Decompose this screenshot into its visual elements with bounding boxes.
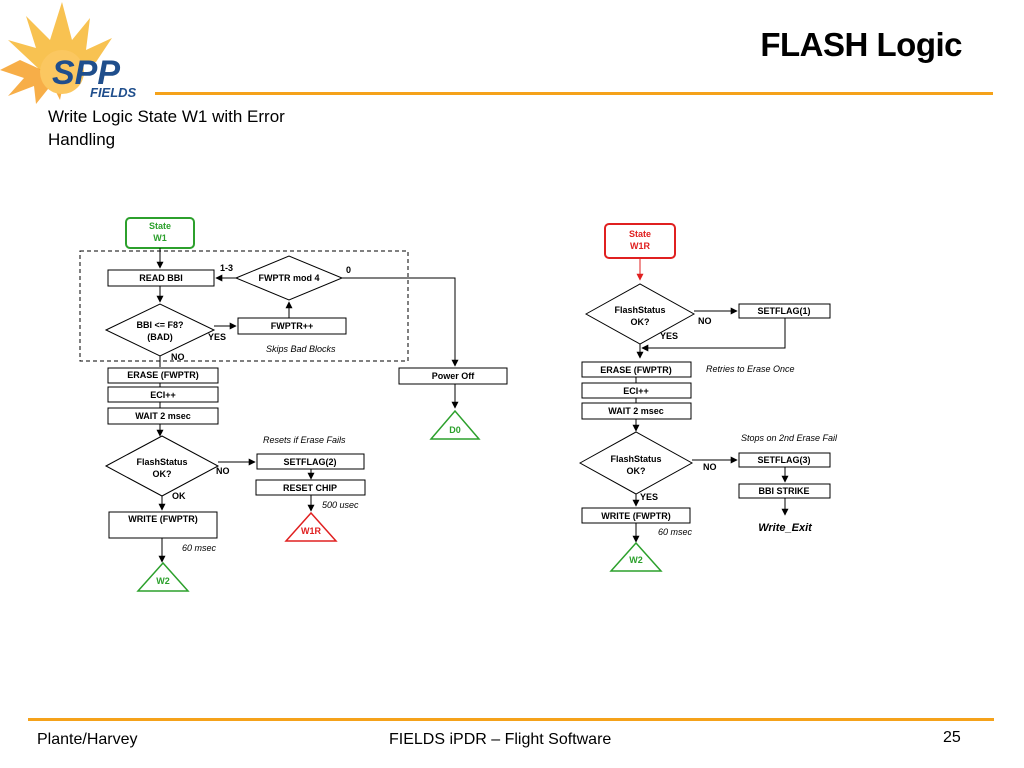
mod-branch-1-3-label: 1-3 bbox=[220, 263, 233, 273]
wait-box: WAIT 2 msec bbox=[107, 407, 219, 425]
right-write-box: WRITE (FWPTR) bbox=[581, 507, 691, 524]
eci-increment-box: ECI++ bbox=[107, 386, 219, 403]
flashstatus-2-diamond: FlashStatus OK? bbox=[578, 431, 694, 495]
state-w2-label: W2 bbox=[156, 576, 170, 586]
flashstatus-1-diamond: FlashStatus OK? bbox=[584, 283, 696, 345]
flashstatus-ok-label: OK bbox=[172, 491, 186, 501]
60-msec-note: 60 msec bbox=[182, 543, 217, 553]
bbi-diamond-label-2: (BAD) bbox=[147, 332, 173, 342]
right-state-w2-label: W2 bbox=[629, 555, 643, 565]
state-w1r-node: W1R bbox=[284, 511, 338, 542]
right-erase-box: ERASE (FWPTR) bbox=[581, 361, 692, 378]
setflag1-box: SETFLAG(1) bbox=[738, 303, 831, 319]
right-erase-label: ERASE (FWPTR) bbox=[600, 365, 672, 375]
fwptr-increment-label: FWPTR++ bbox=[271, 321, 314, 331]
footer-rule bbox=[28, 718, 994, 721]
flashstatus-2-label-1: FlashStatus bbox=[610, 454, 661, 464]
flashstatus-1-no-label: NO bbox=[698, 316, 712, 326]
page-title: FLASH Logic bbox=[760, 26, 962, 63]
erase-label: ERASE (FWPTR) bbox=[127, 370, 199, 380]
right-write-label: WRITE (FWPTR) bbox=[601, 511, 670, 521]
flashstatus-1-yes-label: YES bbox=[660, 331, 678, 341]
right-60-msec-note: 60 msec bbox=[658, 527, 693, 537]
setflag2-label: SETFLAG(2) bbox=[284, 457, 337, 467]
right-eci-box: ECI++ bbox=[581, 382, 692, 399]
state-w1-label-2: W1 bbox=[153, 233, 167, 243]
setflag1-label: SETFLAG(1) bbox=[758, 306, 811, 316]
right-eci-label: ECI++ bbox=[623, 386, 649, 396]
bbi-bad-diamond: BBI <= F8? (BAD) bbox=[104, 303, 216, 357]
right-flow: State W1R FlashStatus OK? NO SETFLAG(1) … bbox=[578, 223, 838, 572]
flashstatus-1-label-1: FlashStatus bbox=[614, 305, 665, 315]
right-wait-label: WAIT 2 msec bbox=[608, 406, 664, 416]
flashstatus-no-label: NO bbox=[216, 466, 230, 476]
write-box: WRITE (FWPTR) bbox=[108, 511, 218, 539]
state-d0-label: D0 bbox=[449, 425, 461, 435]
state-w2-node: W2 bbox=[136, 561, 190, 592]
sun-icon bbox=[0, 2, 112, 104]
write-exit-label: Write_Exit bbox=[758, 522, 813, 534]
setflag3-box: SETFLAG(3) bbox=[738, 452, 831, 468]
bbi-strike-label: BBI STRIKE bbox=[758, 486, 809, 496]
state-w1r-label: W1R bbox=[301, 526, 322, 536]
header-rule bbox=[155, 92, 993, 95]
page-number: 25 bbox=[943, 729, 961, 746]
footer-presentation: FIELDS iPDR – Flight Software bbox=[389, 731, 612, 748]
flashstatus-1-label-2: OK? bbox=[631, 317, 650, 327]
state-w1-label-1: State bbox=[149, 221, 171, 231]
fwptr-increment-box: FWPTR++ bbox=[237, 317, 347, 335]
spp-fields-logo: SPP FIELDS bbox=[0, 2, 137, 104]
reset-chip-box: RESET CHIP bbox=[255, 479, 366, 496]
stops-note: Stops on 2nd Erase Fail bbox=[741, 433, 838, 443]
power-off-label: Power Off bbox=[432, 371, 476, 381]
state-d0-node: D0 bbox=[429, 409, 481, 440]
fwptr-mod4-label: FWPTR mod 4 bbox=[259, 273, 320, 283]
bbi-no-label: NO bbox=[171, 352, 185, 362]
flashstatus-diamond: FlashStatus OK? bbox=[104, 435, 220, 497]
skips-bad-blocks-note: Skips Bad Blocks bbox=[266, 344, 336, 354]
bbi-diamond-label-1: BBI <= F8? bbox=[136, 320, 183, 330]
logo-text: SPP bbox=[52, 54, 120, 92]
read-bbi-label: READ BBI bbox=[139, 273, 183, 283]
footer-author: Plante/Harvey bbox=[37, 731, 138, 748]
right-state-w2-node: W2 bbox=[609, 541, 663, 572]
wait-label: WAIT 2 msec bbox=[135, 411, 191, 421]
flashstatus-label-1: FlashStatus bbox=[136, 457, 187, 467]
setflag3-label: SETFLAG(3) bbox=[758, 455, 811, 465]
fwptr-mod4-diamond: FWPTR mod 4 bbox=[234, 255, 344, 301]
flashstatus-2-yes-label: YES bbox=[640, 492, 658, 502]
reset-chip-label: RESET CHIP bbox=[283, 483, 337, 493]
eci-increment-label: ECI++ bbox=[150, 390, 176, 400]
flashstatus-2-no-label: NO bbox=[703, 462, 717, 472]
state-w1r-start-label-2: W1R bbox=[630, 241, 651, 251]
bbi-yes-label: YES bbox=[208, 332, 226, 342]
resets-if-erase-fails-note: Resets if Erase Fails bbox=[263, 435, 346, 445]
state-w1r-start-node: State W1R bbox=[604, 223, 676, 259]
right-wait-box: WAIT 2 msec bbox=[581, 402, 692, 420]
500-usec-note: 500 usec bbox=[322, 500, 359, 510]
bad-block-loop-region bbox=[79, 250, 409, 362]
left-flow: State W1 READ BBI FWPTR mod 4 1-3 0 BBI … bbox=[79, 217, 508, 592]
read-bbi-box: READ BBI bbox=[107, 269, 215, 287]
mod-branch-0-label: 0 bbox=[346, 265, 351, 275]
erase-box: ERASE (FWPTR) bbox=[107, 367, 219, 384]
write-label: WRITE (FWPTR) bbox=[128, 514, 197, 524]
state-w1-node: State W1 bbox=[125, 217, 195, 249]
power-off-box: Power Off bbox=[398, 367, 508, 385]
flashstatus-label-2: OK? bbox=[153, 469, 172, 479]
page-subtitle: Write Logic State W1 with Error Handling bbox=[48, 107, 285, 149]
logo-subtext: FIELDS bbox=[90, 85, 137, 100]
retries-note: Retries to Erase Once bbox=[706, 364, 795, 374]
bbi-strike-box: BBI STRIKE bbox=[738, 483, 831, 499]
flashstatus-2-label-2: OK? bbox=[627, 466, 646, 476]
state-w1r-start-label-1: State bbox=[629, 229, 651, 239]
setflag2-box: SETFLAG(2) bbox=[256, 453, 365, 470]
